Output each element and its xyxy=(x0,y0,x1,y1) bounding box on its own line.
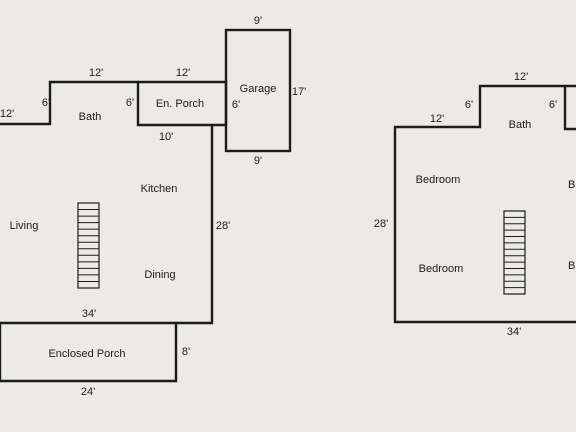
dim-upstairs-left-side: 28' xyxy=(374,218,388,230)
dim-left-wall: 12' xyxy=(0,108,14,120)
room-label-dining: Dining xyxy=(144,269,175,281)
dim-upstairs-bath-left: 6' xyxy=(465,99,473,111)
dim-garage-right: 17' xyxy=(292,86,306,98)
dim-porch-bottom: 10' xyxy=(159,131,173,143)
first-floor-plan: Bath En. Porch Garage Kitchen Living Din… xyxy=(0,15,306,398)
room-label-bedroom-bottom-right: B xyxy=(568,260,575,272)
dim-enclosed-porch-right: 8' xyxy=(182,346,190,358)
dim-upstairs-top-left: 12' xyxy=(430,113,444,125)
dim-upstairs-bottom: 34' xyxy=(507,326,521,338)
room-label-bath: Bath xyxy=(79,111,102,123)
second-floor-bath-right-wall xyxy=(563,86,576,131)
second-floor-walls xyxy=(393,84,576,324)
dim-bath-left: 6' xyxy=(42,97,50,109)
room-label-upstairs-bath: Bath xyxy=(509,119,532,131)
room-label-kitchen: Kitchen xyxy=(141,183,178,195)
room-label-en-porch: En. Porch xyxy=(156,98,204,110)
garage-outline xyxy=(224,28,292,153)
room-label-garage: Garage xyxy=(240,83,277,95)
stairs-icon xyxy=(77,202,100,289)
stairs-icon xyxy=(503,210,526,295)
dim-enclosed-porch-bottom: 24' xyxy=(81,386,95,398)
dim-garage-top: 9' xyxy=(254,15,262,27)
dim-main-bottom: 34' xyxy=(82,308,96,320)
room-label-living: Living xyxy=(10,220,39,232)
dim-kitchen-right: 28' xyxy=(216,220,230,232)
main-right-wall xyxy=(0,125,214,325)
enclosed-porch-outline xyxy=(0,323,178,383)
dim-upstairs-bath-top: 12' xyxy=(514,71,528,83)
room-label-bedroom-top-right: B xyxy=(568,179,575,191)
room-label-bedroom-bottom-left: Bedroom xyxy=(419,263,464,275)
room-label-enclosed-porch: Enclosed Porch xyxy=(48,348,125,360)
dim-bath-right: 6' xyxy=(126,97,134,109)
room-label-bedroom-top-left: Bedroom xyxy=(416,174,461,186)
dim-bath-top: 12' xyxy=(89,67,103,79)
second-floor-plan: Bath Bedroom Bedroom B B 12' 6' 12' 6' 2… xyxy=(374,71,576,338)
dim-porch-top: 12' xyxy=(176,67,190,79)
dim-upstairs-bath-right: 6' xyxy=(549,99,557,111)
dim-garage-bottom: 9' xyxy=(254,155,262,167)
dim-porch-right: 6' xyxy=(232,99,240,111)
